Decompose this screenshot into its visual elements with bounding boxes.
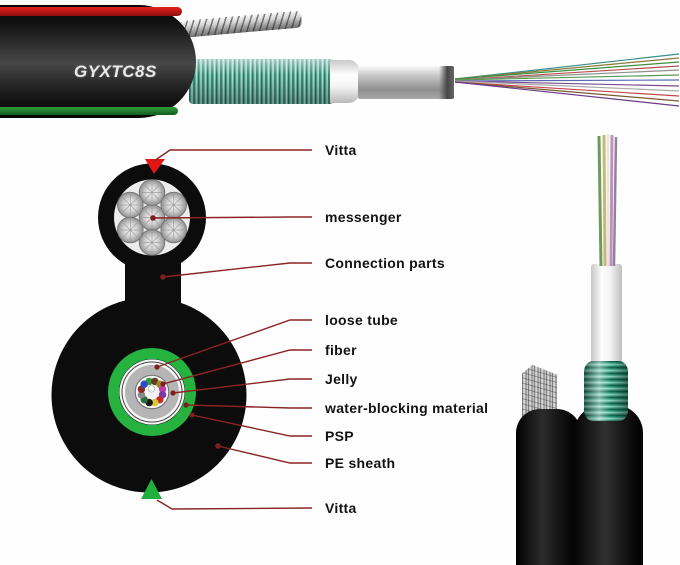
- fiber-fan: [454, 53, 680, 107]
- label-messenger: messenger: [325, 209, 402, 225]
- inner-white-ring: [119, 359, 185, 425]
- loose-tube-vertical: [591, 264, 622, 368]
- connection-web: [125, 260, 181, 310]
- label-water-blocking-material: water-blocking material: [325, 400, 489, 416]
- label-vitta-top: Vitta: [325, 142, 357, 158]
- loose-tube-wall: [134, 374, 170, 410]
- pe-sheath-circle: [51, 297, 247, 493]
- ferrule-end-shadow: [439, 66, 454, 99]
- fiber-dots: [137, 377, 167, 407]
- psp-tape-line: [121, 361, 183, 423]
- label-pe-sheath: PE sheath: [325, 455, 396, 471]
- green-vitta-stripe: [0, 107, 178, 115]
- messenger-wire-horizontal: [180, 10, 303, 38]
- jacket-cable-lobe: [574, 405, 643, 565]
- corrugated-armor-horizontal: [189, 59, 334, 104]
- cable-model-print: GYXTC8S: [74, 62, 157, 81]
- leader-lines: [150, 149, 313, 510]
- vitta-top-marker: [145, 159, 165, 174]
- corrugated-armor-vertical: [584, 361, 628, 421]
- water-blocking-ring: [125, 365, 179, 419]
- psp-green-ring: [108, 348, 196, 436]
- label-vitta-bottom: Vitta: [325, 500, 357, 516]
- armor-shading: [584, 361, 628, 421]
- messenger-opening: [114, 179, 190, 256]
- jacket-messenger-lobe: [516, 409, 581, 565]
- label-loose-tube: loose tube: [325, 312, 399, 328]
- cable-jacket-horizontal: GYXTC8S: [0, 5, 196, 118]
- loose-fiber-strands: [597, 134, 618, 267]
- label-jelly: Jelly: [325, 371, 358, 387]
- label-psp: PSP: [325, 428, 354, 444]
- metal-ferrule: [358, 66, 454, 99]
- label-connection-parts: Connection parts: [325, 255, 445, 271]
- messenger-ring: [98, 163, 206, 272]
- center-fiber-dot: [147, 385, 156, 393]
- label-fiber: fiber: [325, 342, 357, 358]
- messenger-steel-wires: [117, 179, 187, 256]
- loose-tube-horizontal: [330, 60, 361, 103]
- vitta-bottom-marker: [141, 479, 162, 499]
- cross-section-diagram: [51, 159, 247, 499]
- red-vitta-stripe: [0, 7, 182, 16]
- armor-shading: [189, 59, 334, 104]
